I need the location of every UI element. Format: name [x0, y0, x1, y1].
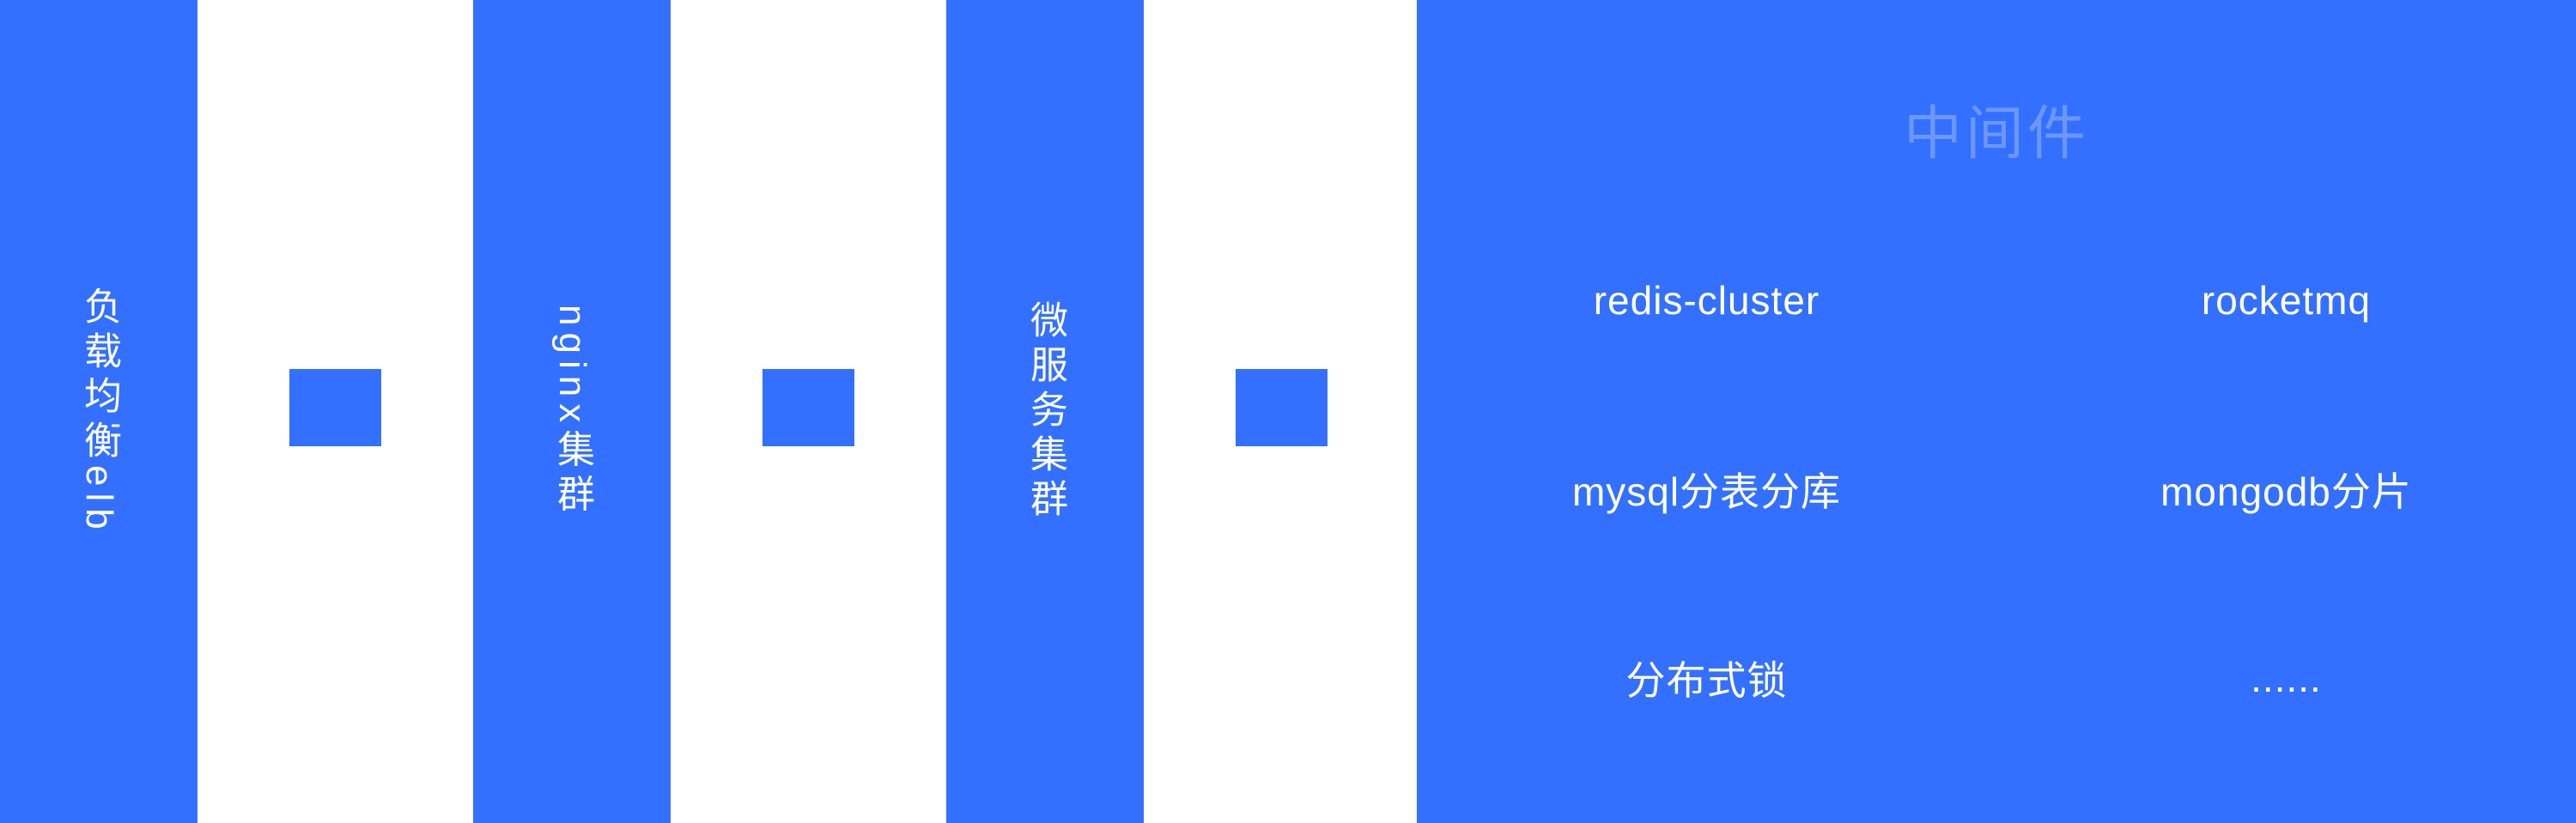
node-microservices-cluster: 微服务集群: [946, 0, 1144, 823]
connector-1: [289, 369, 381, 446]
middleware-item-distributed-lock: 分布式锁: [1625, 658, 1788, 703]
middleware-item-mongodb-sharding: mongodb分片: [2160, 469, 2412, 514]
connector-3: [1236, 369, 1327, 446]
node-nginx-cluster-label: nginx集群: [551, 304, 593, 519]
middleware-item-rocketmq: rocketmq: [2201, 278, 2372, 323]
middleware-title: 中间件: [1903, 101, 2089, 166]
middleware-panel: 中间件 redis-cluster rocketmq mysql分表分库 mon…: [1417, 0, 2576, 823]
node-microservices-cluster-label: 微服务集群: [1024, 300, 1066, 523]
middleware-item-redis-cluster: redis-cluster: [1593, 278, 1820, 323]
middleware-item-ellipsis: ......: [2251, 656, 2322, 700]
node-nginx-cluster: nginx集群: [473, 0, 671, 823]
middleware-items-grid: redis-cluster rocketmq mysql分表分库 mongodb…: [1417, 206, 2576, 772]
node-load-balancer-elb: 负载均衡elb: [0, 0, 197, 823]
middleware-item-mysql-sharding: mysql分表分库: [1571, 469, 1842, 514]
connector-2: [762, 369, 854, 446]
node-load-balancer-label: 负载均衡elb: [78, 287, 120, 536]
